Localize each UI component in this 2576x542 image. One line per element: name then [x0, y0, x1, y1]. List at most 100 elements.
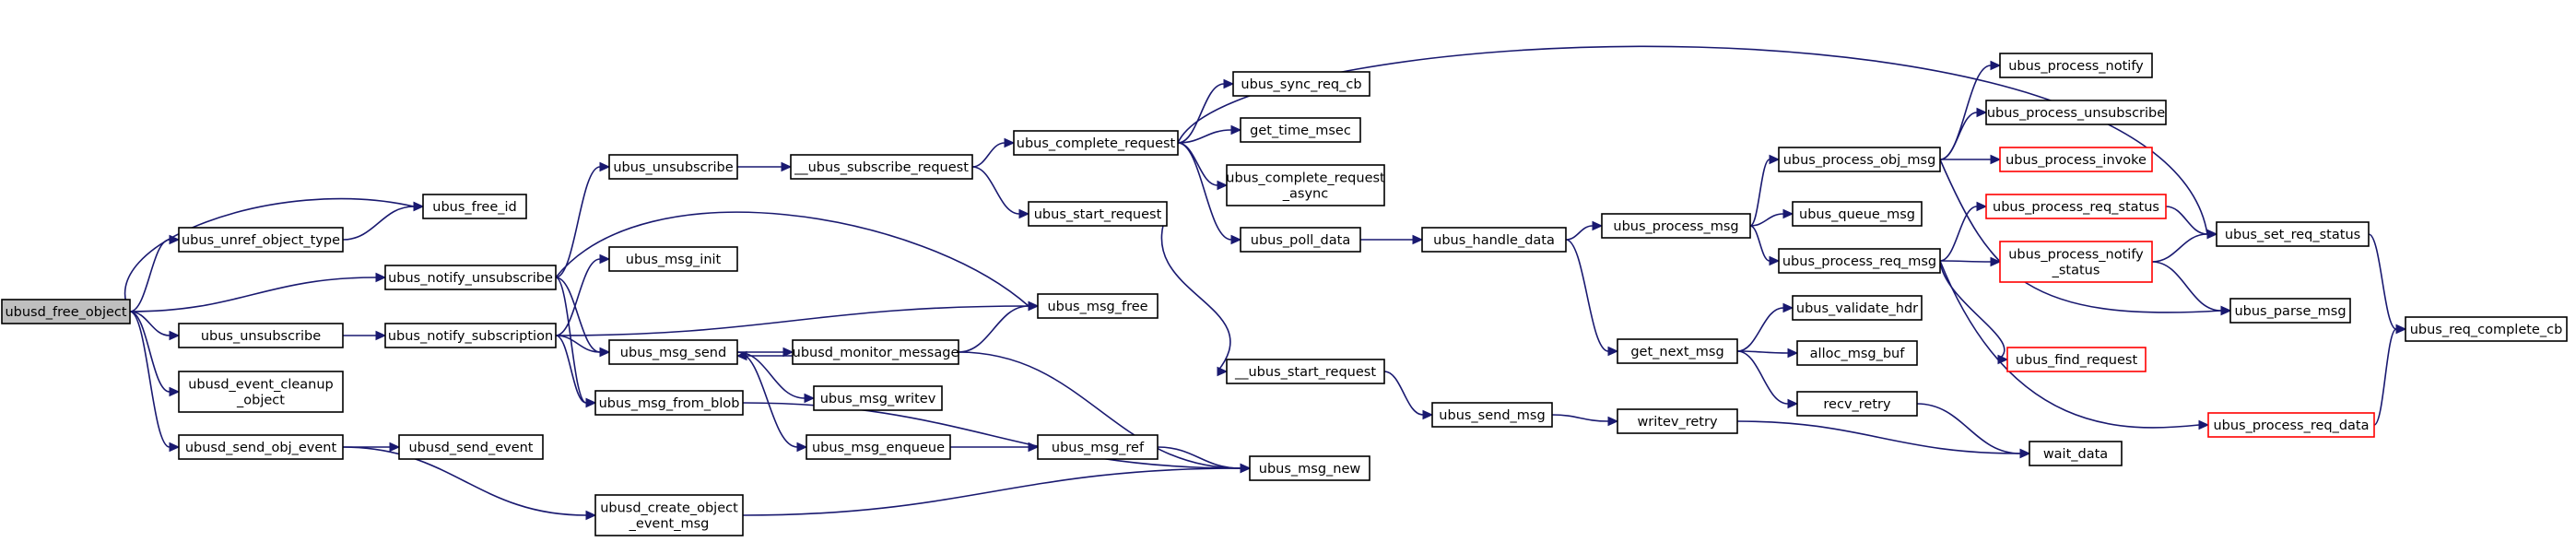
node-ubus_msg_from_blob[interactable]: ubus_msg_from_blob	[594, 390, 744, 416]
node-ubus_send_msg[interactable]: ubus_send_msg	[1431, 402, 1553, 428]
edge-ubusd_monitor_message-to-ubus_msg_new	[958, 351, 1241, 469]
node-ubus_complete_request[interactable]: ubus_complete_request	[1013, 130, 1179, 156]
node-ubus_msg_writev[interactable]: ubus_msg_writev	[813, 385, 943, 411]
node-label: ubus_process_obj_msg	[1783, 153, 1936, 168]
node-ubus_msg_free[interactable]: ubus_msg_free	[1037, 293, 1159, 319]
arrowhead-get_next_msg-to-alloc_msg_buf	[1787, 348, 1799, 359]
arrowhead-ubus_process_req_msg-to-ubus_process_req_status	[1976, 201, 1988, 212]
node-box	[1013, 130, 1179, 156]
node-ubus_process_msg[interactable]: ubus_process_msg	[1601, 213, 1751, 239]
node-label: get_time_msec	[1250, 124, 1351, 138]
node-get_next_msg[interactable]: get_next_msg	[1617, 338, 1738, 364]
node-writev_retry[interactable]: writev_retry	[1617, 408, 1738, 434]
node-ubus_sync_req_cb[interactable]: ubus_sync_req_cb	[1232, 71, 1370, 97]
node-box	[2207, 412, 2375, 438]
node-__ubus_subscribe_request[interactable]: __ubus_subscribe_request	[790, 154, 973, 180]
node-label: ubus_msg_ref	[1052, 441, 1145, 455]
node-ubus_msg_enqueue[interactable]: ubus_msg_enqueue	[806, 434, 951, 460]
node-ubusd_send_event[interactable]: ubusd_send_event	[398, 434, 544, 460]
node-label: ubus_notify_unsubscribe	[388, 271, 553, 286]
node-ubus_process_invoke[interactable]: ubus_process_invoke	[1999, 147, 2153, 172]
node-ubus_process_notify[interactable]: ubus_process_notify	[1999, 53, 2153, 78]
node-ubus_process_req_status[interactable]: ubus_process_req_status	[1985, 194, 2167, 219]
edge-ubus_process_req_msg-to-ubus_process_req_status	[1939, 206, 1978, 262]
node-ubusd_send_obj_event[interactable]: ubusd_send_obj_event	[178, 434, 344, 460]
arrowhead-ubus_handle_data-to-ubus_process_msg	[1592, 220, 1604, 231]
node-ubus_start_request[interactable]: ubus_start_request	[1028, 201, 1168, 227]
edge-ubus_complete_request-to-get_time_msec	[1177, 129, 1232, 144]
edge-__ubus_subscribe_request-to-ubus_complete_request	[971, 142, 1006, 168]
node-ubus_process_obj_msg[interactable]: ubus_process_obj_msg	[1778, 147, 1941, 172]
node-ubus_process_req_msg[interactable]: ubus_process_req_msg	[1778, 248, 1941, 274]
node-ubus_msg_init[interactable]: ubus_msg_init	[608, 246, 738, 272]
node-ubus_process_req_data[interactable]: ubus_process_req_data	[2207, 412, 2375, 438]
node-ubus_notify_subscription[interactable]: ubus_notify_subscription	[384, 323, 557, 348]
node-box	[1796, 391, 1918, 417]
edge-ubus_notify_subscription-to-ubus_msg_free	[555, 305, 1029, 336]
arrowhead-ubus_process_obj_msg-to-ubus_process_notify	[1990, 60, 2002, 71]
node-ubusd_event_cleanup_object[interactable]: ubusd_event_cleanup_object	[178, 371, 344, 413]
node-ubus_unsubscribe_l1[interactable]: ubus_unsubscribe	[178, 323, 344, 348]
node-label: _status	[2052, 264, 2100, 278]
arrowhead-ubusd_create_object_event_msg-to-ubus_msg_new	[1240, 463, 1252, 474]
node-box	[1, 299, 131, 324]
node-ubus_set_req_status[interactable]: ubus_set_req_status	[2216, 221, 2370, 247]
arrowhead-get_next_msg-to-recv_retry	[1787, 398, 1799, 409]
arrowhead-ubus_msg_send-to-ubus_msg_enqueue	[796, 442, 808, 453]
node-alloc_msg_buf[interactable]: alloc_msg_buf	[1796, 340, 1918, 366]
arrowhead-ubus_complete_request-to-get_time_msec	[1230, 124, 1242, 136]
arrowhead-ubus_complete_request-to-ubus_poll_data	[1230, 234, 1242, 245]
node-label: ubusd_monitor_message	[793, 346, 959, 360]
node-ubus_complete_request_async[interactable]: ubus_complete_request_async	[1226, 164, 1385, 206]
edge-recv_retry-to-wait_data	[1916, 403, 2021, 454]
node-label: ubus_msg_free	[1047, 300, 1147, 314]
node-label: _async	[1282, 187, 1328, 202]
edge-ubus_notify_unsubscribe-to-ubus_msg_free	[555, 211, 1029, 307]
edge-get_next_msg-to-ubus_validate_hdr	[1736, 307, 1784, 352]
arrowhead-ubus_notify_subscription-to-ubus_msg_from_blob	[585, 397, 597, 408]
edge-ubusd_free_object-to-ubus_free_id	[124, 197, 415, 312]
node-ubus_validate_hdr[interactable]: ubus_validate_hdr	[1792, 295, 1923, 321]
node-__ubus_start_request[interactable]: __ubus_start_request	[1226, 359, 1385, 384]
node-ubus_process_notify_status[interactable]: ubus_process_notify_status	[1999, 241, 2153, 283]
node-ubus_unref_object_type[interactable]: ubus_unref_object_type	[178, 227, 344, 253]
node-label: ubus_process_notify	[2008, 59, 2144, 74]
node-box	[1985, 100, 2167, 125]
node-box	[178, 371, 344, 413]
node-ubus_process_unsubscribe[interactable]: ubus_process_unsubscribe	[1985, 100, 2167, 125]
node-box	[178, 323, 344, 348]
node-ubus_queue_msg[interactable]: ubus_queue_msg	[1792, 201, 1923, 227]
node-ubus_free_id[interactable]: ubus_free_id	[422, 194, 527, 219]
node-ubus_msg_ref[interactable]: ubus_msg_ref	[1037, 434, 1159, 460]
node-get_time_msec[interactable]: get_time_msec	[1240, 117, 1361, 143]
node-ubus_notify_unsubscribe[interactable]: ubus_notify_unsubscribe	[384, 265, 557, 290]
edge-writev_retry-to-wait_data	[1736, 420, 2021, 454]
node-ubus_handle_data[interactable]: ubus_handle_data	[1421, 227, 1567, 253]
node-ubus_parse_msg[interactable]: ubus_parse_msg	[2229, 298, 2351, 324]
arrowhead-recv_retry-to-wait_data	[2019, 448, 2031, 459]
node-box	[1431, 402, 1553, 428]
node-wait_data[interactable]: wait_data	[2029, 441, 2123, 466]
node-ubus_req_complete_cb[interactable]: ubus_req_complete_cb	[2405, 316, 2568, 342]
arrowhead-ubusd_send_obj_event-to-ubusd_create_object_event_msg	[585, 510, 597, 521]
node-recv_retry[interactable]: recv_retry	[1796, 391, 1918, 417]
edge-ubus_notify_subscription-to-ubus_msg_send	[555, 335, 601, 353]
node-ubus_find_request[interactable]: ubus_find_request	[2006, 347, 2147, 372]
node-ubus_msg_new[interactable]: ubus_msg_new	[1249, 455, 1370, 481]
node-ubusd_create_object_event_msg[interactable]: ubusd_create_object_event_msg	[594, 494, 744, 536]
node-label: ubus_sync_req_cb	[1241, 77, 1361, 92]
nodes-layer: ubusd_free_objectubus_unref_object_typeu…	[1, 53, 2568, 536]
node-label: ubus_msg_from_blob	[599, 396, 740, 411]
arrowhead-ubus_process_req_msg-to-ubus_process_req_data	[2198, 419, 2210, 430]
node-ubus_poll_data[interactable]: ubus_poll_data	[1240, 227, 1361, 253]
node-box	[1028, 201, 1168, 227]
edge-__ubus_start_request-to-ubus_send_msg	[1383, 371, 1424, 416]
node-box	[398, 434, 544, 460]
node-ubus_unsubscribe_l3[interactable]: ubus_unsubscribe	[608, 154, 738, 180]
node-ubus_msg_send[interactable]: ubus_msg_send	[608, 339, 738, 365]
edge-ubusd_send_obj_event-to-ubusd_create_object_event_msg	[342, 446, 587, 516]
node-box	[1778, 147, 1941, 172]
node-ubusd_free_object[interactable]: ubusd_free_object	[1, 299, 131, 324]
node-ubusd_monitor_message[interactable]: ubusd_monitor_message	[792, 339, 959, 365]
arrowhead-ubusd_free_object-to-ubusd_event_cleanup_object	[169, 386, 181, 397]
